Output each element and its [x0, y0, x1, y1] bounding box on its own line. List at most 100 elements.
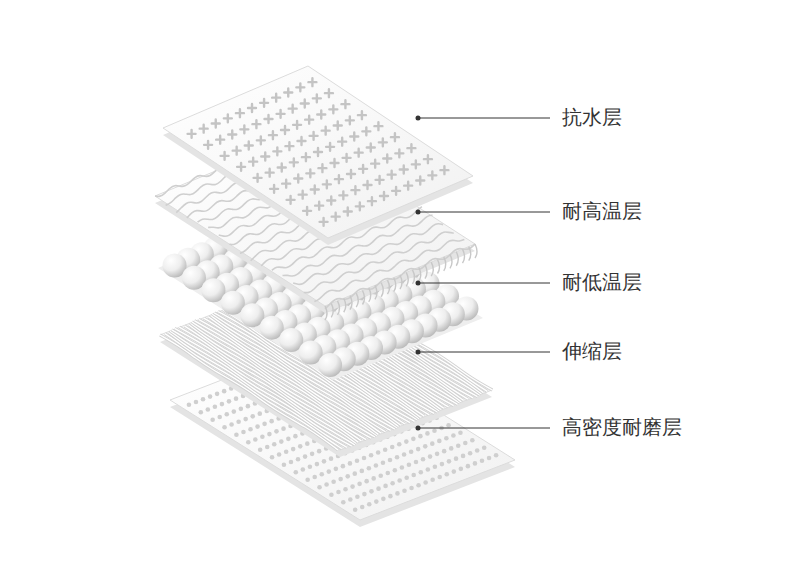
cross-mark — [233, 147, 241, 155]
fiber-loop — [325, 306, 327, 320]
cross-mark — [204, 141, 212, 149]
pore-dot — [482, 445, 487, 450]
cross-mark — [371, 160, 379, 168]
fiber-loop — [444, 257, 446, 271]
fiber-loop — [475, 244, 477, 258]
cross-mark — [344, 208, 352, 216]
pore-dot — [360, 469, 365, 474]
cross-mark — [374, 122, 382, 130]
cross-mark — [310, 132, 318, 140]
pore-dot — [428, 454, 433, 459]
pore-dot — [432, 428, 437, 433]
pore-dot — [239, 407, 244, 412]
pore-dot — [305, 441, 310, 446]
pore-dot — [222, 389, 227, 394]
cross-mark — [326, 143, 334, 151]
pore-dot — [348, 497, 353, 502]
cross-mark — [296, 83, 304, 91]
fiber-loop — [406, 272, 408, 286]
pore-dot — [374, 463, 379, 468]
cross-mark — [379, 138, 387, 146]
water-layer — [163, 66, 473, 245]
pore-dot — [376, 486, 381, 491]
pore-dot — [430, 477, 435, 482]
cross-mark — [339, 191, 347, 199]
fiber-loop — [438, 260, 440, 274]
pore-dot — [324, 482, 329, 487]
cross-mark — [334, 122, 342, 130]
pore-dot — [466, 464, 471, 469]
pore-dot — [262, 422, 267, 427]
cross-mark — [341, 100, 349, 108]
cross-mark — [412, 160, 420, 168]
pore-dot — [369, 489, 374, 494]
pore-dot — [274, 429, 279, 434]
pore-dot — [236, 420, 241, 425]
pore-dot — [388, 458, 393, 463]
cross-mark — [303, 207, 311, 215]
pore-dot — [367, 502, 372, 507]
cross-mark — [277, 110, 285, 118]
pore-dot — [451, 433, 456, 438]
cross-mark — [368, 197, 376, 205]
fiber-loop — [344, 298, 346, 312]
cross-mark — [248, 104, 256, 112]
cross-mark — [306, 169, 314, 177]
pore-dot — [475, 448, 480, 453]
cross-mark — [329, 105, 337, 113]
leader-dot — [416, 426, 421, 431]
pore-dot — [480, 458, 485, 463]
pore-dot — [444, 436, 449, 441]
pore-dot — [224, 412, 229, 417]
pore-dot — [383, 447, 388, 452]
pore-dot — [400, 465, 405, 470]
pore-dot — [246, 440, 251, 445]
coil-strand — [281, 287, 461, 402]
leader-line — [418, 428, 550, 429]
pore-dot — [331, 480, 336, 485]
cross-mark — [380, 192, 388, 200]
fiber-loop — [413, 270, 415, 284]
pore-dot — [210, 417, 215, 422]
layer-label: 高密度耐磨层 — [562, 415, 682, 439]
cross-mark — [221, 152, 229, 160]
pore-dot — [416, 447, 421, 452]
pore-dot — [411, 437, 416, 442]
pore-dot — [423, 444, 428, 449]
cross-mark — [347, 170, 355, 178]
fiber-loop — [419, 267, 421, 281]
pore-dot — [393, 468, 398, 473]
cross-mark — [440, 166, 448, 174]
pore-dot — [409, 486, 414, 491]
cross-mark — [383, 155, 391, 163]
cross-mark — [305, 116, 313, 124]
fiber-loop — [375, 285, 377, 299]
pore-dot — [282, 462, 287, 467]
coil-strand — [267, 293, 444, 408]
cross-mark — [343, 154, 351, 162]
pore-dot — [348, 461, 353, 466]
pore-dot — [246, 404, 251, 409]
pore-dot — [329, 492, 334, 497]
fiber-loop — [431, 262, 433, 276]
pore-dot — [341, 464, 346, 469]
pore-dot — [243, 417, 248, 422]
pore-dot — [468, 451, 473, 456]
fiber-loop — [369, 288, 371, 302]
pore-dot — [458, 430, 463, 435]
pore-dot — [390, 445, 395, 450]
cross-mark — [245, 142, 253, 150]
cross-mark — [265, 115, 273, 123]
pore-dot — [305, 477, 310, 482]
cross-mark — [400, 166, 408, 174]
pore-dot — [301, 467, 306, 472]
cross-mark — [388, 171, 396, 179]
cross-mark — [332, 213, 340, 221]
pore-dot — [198, 410, 203, 415]
cross-mark — [346, 116, 354, 124]
cross-mark — [294, 175, 302, 183]
leader-dot — [416, 281, 421, 286]
pore-dot — [227, 399, 232, 404]
pore-dot — [395, 491, 400, 496]
pore-dot — [201, 397, 206, 402]
